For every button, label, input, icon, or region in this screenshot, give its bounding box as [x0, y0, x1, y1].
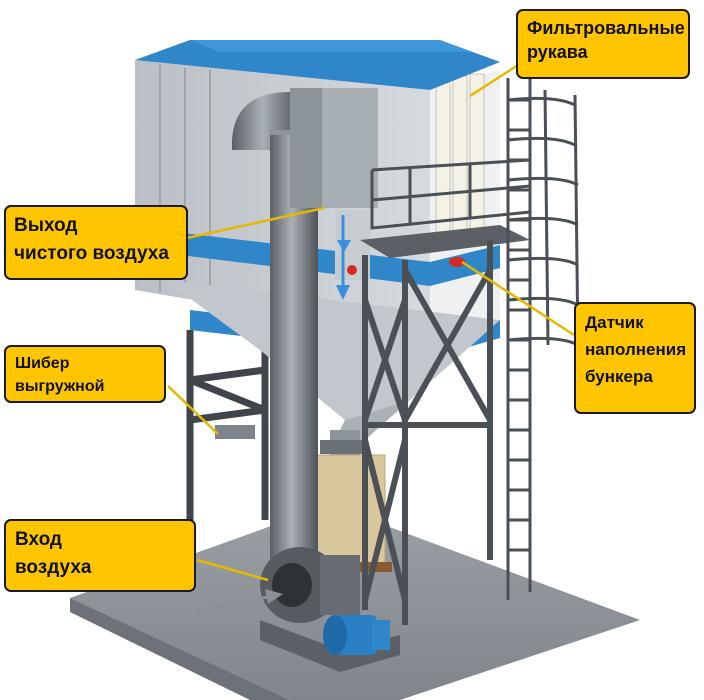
blue-band-upper — [140, 228, 500, 286]
callout-filter-sleeves-line1: Фильтровальные — [527, 18, 685, 38]
callout-discharge-gate-line1: Шибер — [15, 355, 70, 372]
callout-clean-air-outlet: Выход чистого воздуха — [4, 205, 188, 280]
clean-air-arrow — [336, 215, 351, 300]
callout-air-inlet-line2: воздуха — [15, 557, 92, 578]
callout-fill-sensor: Датчик наполнения бункера — [574, 302, 696, 414]
air-inlet-arrow — [194, 589, 283, 614]
discharge-gate — [215, 425, 368, 454]
fan-motor — [323, 615, 390, 655]
callout-filter-sleeves-line2: рукава — [527, 42, 588, 62]
support-frame — [186, 330, 269, 560]
hopper — [165, 280, 500, 420]
ladder — [506, 78, 580, 600]
fill-sensor — [449, 257, 465, 267]
roof — [135, 40, 500, 90]
air-duct — [232, 88, 378, 560]
callout-fill-sensor-line1: Датчик — [585, 313, 644, 332]
callout-discharge-gate: Шибер выгружной — [4, 345, 166, 403]
filter-sleeves — [435, 73, 485, 249]
callout-discharge-gate-line2: выгружной — [15, 378, 105, 395]
leader-lines — [167, 63, 575, 582]
red-sensor-left — [347, 265, 357, 275]
fan-unit — [260, 547, 400, 672]
callout-fill-sensor-line3: бункера — [585, 367, 653, 386]
callout-fill-sensor-line2: наполнения — [585, 340, 687, 359]
callout-air-inlet-line1: Вход — [15, 529, 62, 550]
callout-filter-sleeves: Фильтровальные рукава — [516, 9, 690, 79]
callout-air-inlet: Вход воздуха — [4, 519, 196, 592]
callout-clean-air-outlet-line2: чистого воздуха — [14, 243, 169, 264]
callout-clean-air-outlet-line1: Выход — [14, 215, 78, 236]
